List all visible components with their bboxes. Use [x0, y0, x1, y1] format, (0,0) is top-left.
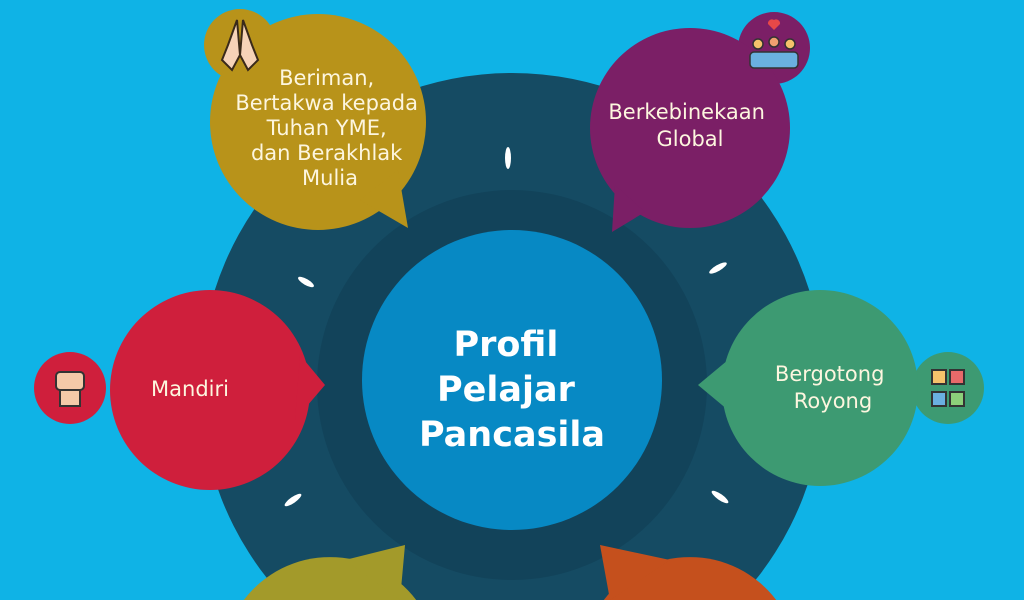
icon-circle [912, 352, 984, 424]
bubble-beriman[interactable]: Beriman, Bertakwa kepada Tuhan YME, dan … [204, 9, 426, 230]
bubble-shape [949, 369, 965, 385]
label-line: Pancasila [419, 415, 605, 455]
bubble-shape: Mandiri [151, 377, 229, 401]
bubble-shape [345, 545, 405, 600]
bubble-shape [931, 391, 947, 407]
bubble-shape [600, 545, 670, 600]
label-line: Beriman, [279, 66, 374, 90]
bubble-berkebinekaan-global[interactable]: Berkebinekaan Global [590, 12, 810, 232]
bubble-shape [238, 19, 260, 72]
bubble-bergotong-royong[interactable]: Bergotong Royong [698, 290, 984, 486]
label-line: dan Berakhlak [251, 141, 403, 165]
bubble-shape: Bergotong Royong [775, 362, 891, 413]
bubble-shape [55, 371, 85, 391]
bubble-shape [110, 290, 310, 490]
bubble-shape [210, 14, 426, 230]
bubble-shape [752, 38, 764, 50]
center-circle [362, 230, 662, 530]
tick-mark [284, 493, 302, 507]
bubble-shape [590, 28, 790, 228]
praying-hands-icon [220, 19, 260, 72]
bubble-shape [360, 170, 408, 228]
label-line: Bertakwa kepada [235, 91, 418, 115]
bubble-shape [949, 391, 965, 407]
label-line: Mulia [302, 166, 358, 190]
label-line: Pelajar [437, 370, 576, 410]
bubble-shape [784, 38, 796, 50]
center-title: Profil Pelajar Pancasila [419, 325, 605, 455]
bubble-shape [749, 51, 799, 69]
label-line: Mandiri [151, 377, 229, 401]
label-line: Global [657, 127, 724, 151]
bubble-shape: Beriman, Bertakwa kepada Tuhan YME, dan … [235, 66, 424, 190]
diverse-people-heart-icon [749, 19, 799, 69]
bubble-shape [931, 369, 947, 385]
ring-tick-marks [284, 147, 729, 507]
label-line: Profil [453, 325, 558, 365]
tick-mark [709, 262, 727, 274]
raised-fist-icon [55, 371, 85, 407]
bubble-shape [295, 355, 325, 420]
bubble-shape [768, 36, 780, 48]
bubble-shape: Berkebinekaan Global [608, 100, 771, 151]
bubble-bottom-left[interactable] [243, 545, 417, 600]
label-line: Tuhan YME, [266, 116, 387, 140]
tick-mark [505, 147, 511, 169]
joined-hands-icon [931, 369, 965, 407]
label-line: Royong [794, 389, 872, 413]
bubble-bottom-right[interactable] [600, 545, 777, 600]
tick-mark [711, 490, 729, 504]
bubble-shape [698, 360, 728, 410]
bubble-shape [59, 389, 81, 407]
bubble-shape [767, 19, 781, 30]
bubble-shape [722, 290, 918, 486]
bubble-shape [612, 185, 645, 232]
bubble-mandiri[interactable]: Mandiri [34, 290, 325, 490]
label-line: Bergotong [775, 362, 885, 386]
tick-mark [298, 276, 314, 288]
label-line: Berkebinekaan [608, 100, 765, 124]
